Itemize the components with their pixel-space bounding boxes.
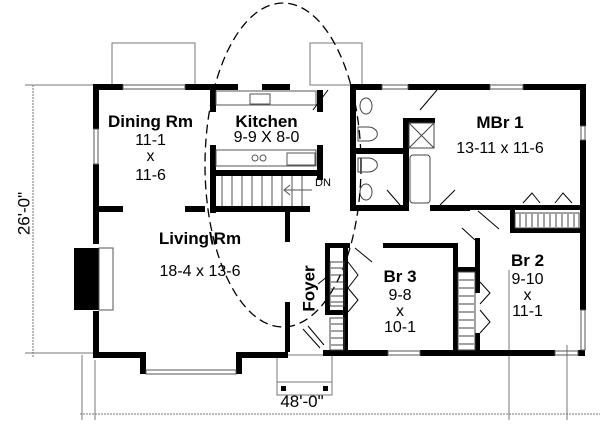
bedroom-3-dim-2: 10-1: [383, 319, 417, 336]
living-room-dims: 18-4 x 13-6: [159, 263, 241, 280]
kitchen-name: Kitchen: [235, 112, 298, 131]
living-room-label: Living\Rm 18-4 x 13-6: [130, 230, 270, 280]
staircase: [221, 176, 312, 206]
windows: [93, 84, 586, 375]
overall-width-label: 48'-0": [280, 392, 324, 411]
living-room-name: Living\Rm: [158, 229, 242, 248]
bedroom-3-dim-1: 9-8: [388, 287, 412, 304]
dining-room-dim-2: 11-6: [135, 167, 166, 184]
bedroom-2-label: Br 2 9-10 x 11-1: [490, 252, 565, 320]
vault-outline: [204, 2, 362, 328]
deck-posts: [281, 386, 328, 391]
interior-walls: [93, 84, 582, 355]
dining-room-label: Dining Rm 11-1 x 11-6: [98, 113, 203, 184]
foyer-label: Foyer: [299, 265, 319, 312]
exterior-walls: [74, 84, 586, 374]
doors: [302, 89, 573, 349]
dining-room-name: Dining Rm: [108, 112, 193, 131]
master-bedroom-dims: 13-11 x 11-6: [456, 140, 544, 157]
bedroom-3-label: Br 3 9-8 x 10-1: [365, 268, 435, 336]
overall-depth-label: 26'-0": [14, 191, 34, 236]
kitchen-counters: [215, 90, 317, 167]
bedroom-3-name: Br 3: [383, 267, 417, 286]
stair-down-label: DN: [315, 177, 331, 189]
closets: [329, 212, 580, 351]
bedroom-2-dim-1: 9-10: [511, 271, 544, 288]
kitchen-label: Kitchen 9-9 X 8-0: [210, 113, 323, 146]
bedroom-2-x: x: [523, 287, 532, 304]
dining-room-x: x: [146, 148, 155, 165]
dimension-lines: [25, 84, 600, 420]
bath-fixtures: [357, 97, 435, 204]
bedroom-2-dim-2: 11-1: [512, 303, 543, 320]
bedroom-2-name: Br 2: [510, 251, 545, 270]
master-bedroom-label: MBr 1 13-11 x 11-6: [440, 114, 560, 157]
decks: [111, 42, 363, 396]
kitchen-dims: 9-9 X 8-0: [233, 129, 300, 146]
bedroom-3-x: x: [396, 303, 404, 320]
master-bedroom-name: MBr 1: [476, 113, 524, 132]
dining-room-dim-1: 11-1: [135, 132, 166, 149]
